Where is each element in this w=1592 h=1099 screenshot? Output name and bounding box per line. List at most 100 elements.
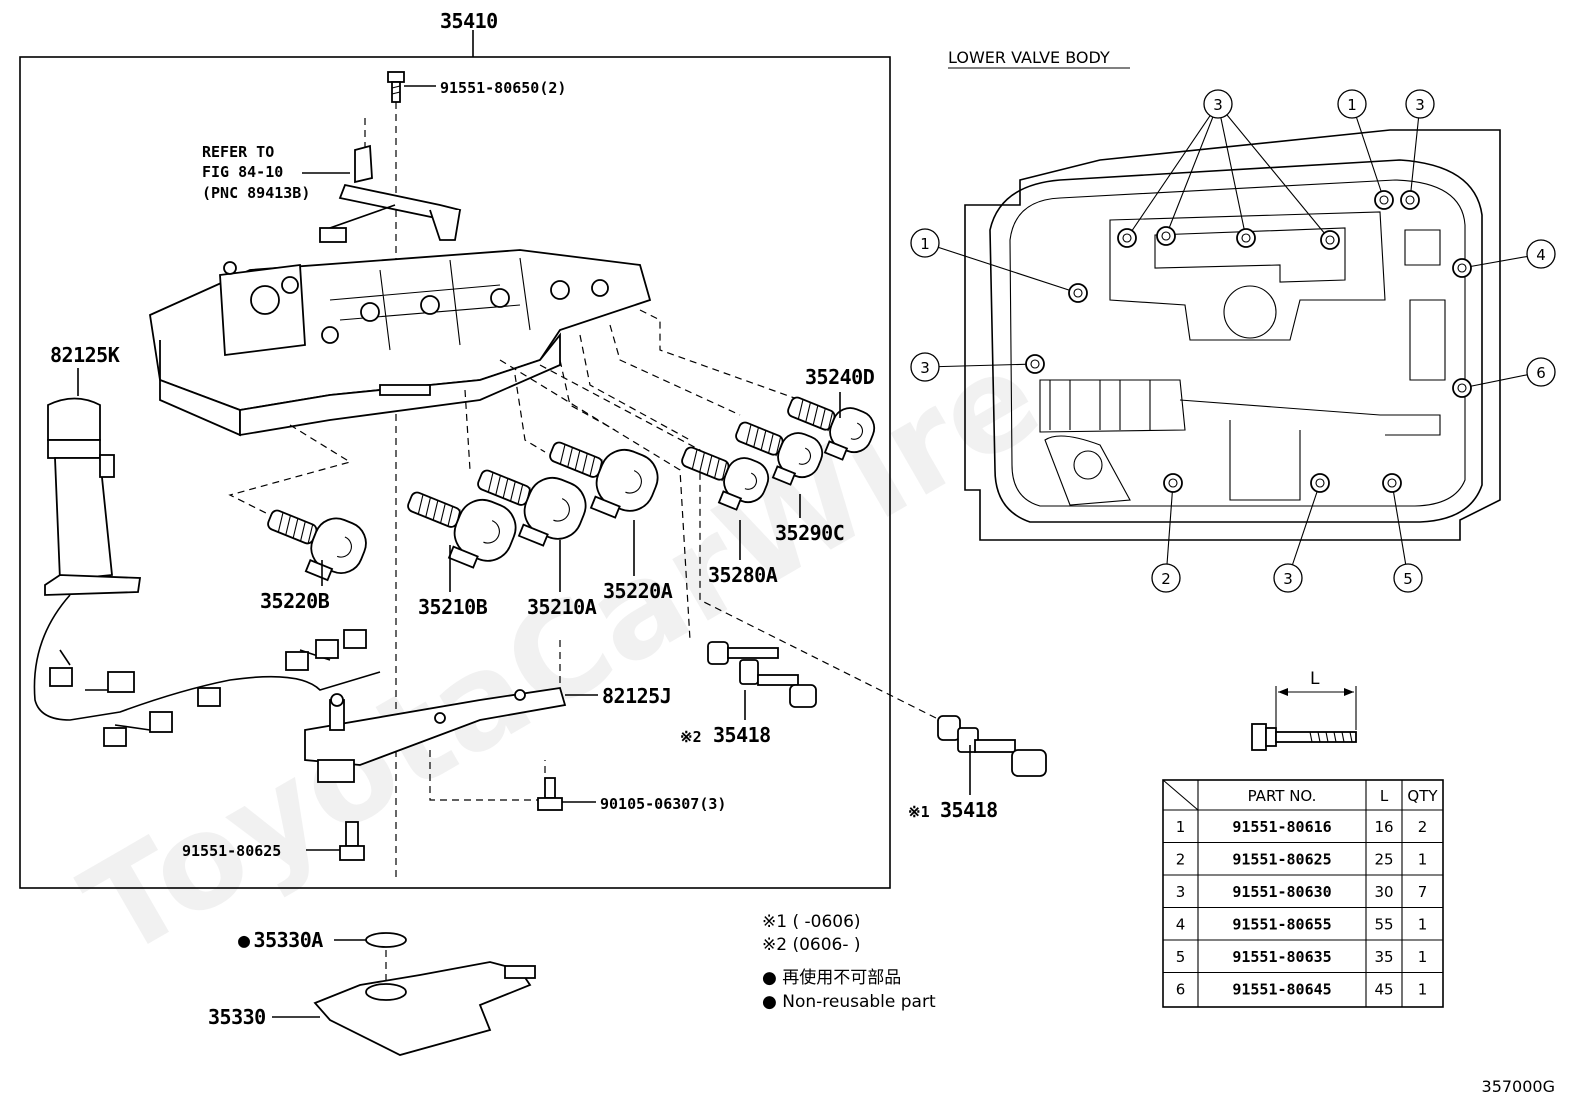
refer-line-2: FIG 84-10 <box>202 163 283 181</box>
table-cell: 5 <box>1176 948 1186 966</box>
table-cell: 3 <box>1176 883 1186 901</box>
callout-circle <box>1405 89 1435 119</box>
screen-2-mark: ※2 <box>680 728 702 746</box>
callout-9: 5 <box>1382 473 1423 593</box>
bolt-hole-center <box>1325 235 1335 245</box>
detent-linkage[interactable] <box>319 118 462 243</box>
callout-8: 3 <box>1273 473 1330 593</box>
table-cell: 1 <box>1418 981 1428 999</box>
callout-number: 3 <box>1415 96 1425 114</box>
solenoid-35290c-label: 35290C <box>775 521 844 545</box>
bolt-hole <box>1382 473 1402 493</box>
group-number-label: 35410 <box>440 9 498 33</box>
strainer-label: 35330 <box>208 1005 266 1029</box>
callout-circle <box>1526 357 1556 387</box>
callout-number: 3 <box>920 359 930 377</box>
callout-circle <box>1393 563 1423 593</box>
solenoid-35220b-label: 35220B <box>260 589 330 613</box>
callout-6: 6 <box>1452 357 1556 398</box>
bolt-bottom-label: 91551-80625 <box>182 842 281 860</box>
table-cell: 35 <box>1374 948 1393 966</box>
bolt-hole-center <box>1030 359 1040 369</box>
bolt-hole <box>1452 258 1472 278</box>
bolt-hole-center <box>1241 233 1251 243</box>
screen-2-label: 35418 <box>713 723 771 747</box>
refer-line-1: REFER TO <box>202 143 274 161</box>
solenoid-35290c[interactable] <box>726 411 827 492</box>
o-ring[interactable] <box>365 932 407 948</box>
table-cell: 91551-80616 <box>1232 818 1331 836</box>
bolt-bracket-label: 90105-06307(3) <box>600 795 726 813</box>
solenoid-35280a-label: 35280A <box>708 563 778 587</box>
bolt-hole-center <box>1457 263 1467 273</box>
bolt-hole-center <box>1168 478 1178 488</box>
oil-strainer[interactable] <box>313 961 536 1056</box>
harness-label: 82125K <box>50 343 120 367</box>
lower-valve-body-title: LOWER VALVE BODY <box>948 48 1110 67</box>
table-header: L <box>1380 787 1389 805</box>
bolt-hole <box>1236 228 1256 248</box>
bolt-hole <box>1117 228 1137 248</box>
bolt-hole-center <box>1122 233 1132 243</box>
bolt-top-label: 91551-80650(2) <box>440 79 566 97</box>
solenoid-35210b[interactable] <box>395 473 522 577</box>
filter-screen-1[interactable] <box>937 715 1047 777</box>
table-cell: 6 <box>1176 981 1186 999</box>
solenoid-35280a[interactable] <box>672 436 773 517</box>
table-cell: 2 <box>1418 818 1428 836</box>
table-cell: 91551-80625 <box>1232 851 1331 869</box>
solenoid-35210a[interactable] <box>465 451 592 555</box>
callout-7: 2 <box>1151 473 1183 593</box>
bolt-top[interactable] <box>387 71 405 103</box>
table-cell: 16 <box>1374 818 1393 836</box>
o-ring-label: ●35330A <box>238 928 323 952</box>
table-cell: 1 <box>1418 851 1428 869</box>
solenoid-35220b[interactable] <box>257 494 373 589</box>
callout-number: 6 <box>1536 364 1546 382</box>
table-cell: 4 <box>1176 916 1186 934</box>
bolt-hole-center <box>1073 288 1083 298</box>
solenoid-35220a[interactable] <box>537 423 664 527</box>
table-cell: 1 <box>1176 818 1186 836</box>
bolt-hole <box>1400 190 1420 210</box>
callout-circle <box>1273 563 1303 593</box>
bolt-hole <box>1163 473 1183 493</box>
table-cell: 1 <box>1418 948 1428 966</box>
table-cell: 55 <box>1374 916 1393 934</box>
wire-harness[interactable] <box>33 397 381 747</box>
bolt-hole-center <box>1387 478 1397 488</box>
bolt-hole-center <box>1315 478 1325 488</box>
callout-number: 3 <box>1213 96 1223 114</box>
legend-english: ● Non-reusable part <box>762 992 936 1012</box>
table-cell: 45 <box>1374 981 1393 999</box>
bolt-bottom[interactable] <box>339 821 365 861</box>
callout-circle <box>1526 239 1556 269</box>
solenoid-35240d[interactable] <box>778 386 879 467</box>
solenoid-bracket[interactable] <box>304 686 567 783</box>
valve-body[interactable] <box>149 249 652 437</box>
bolt-hole <box>1310 473 1330 493</box>
bolt-hole-center <box>1457 383 1467 393</box>
callout-circle <box>910 228 940 258</box>
callout-number: 3 <box>1283 570 1293 588</box>
callout-3: 1 <box>910 228 1088 303</box>
solenoid-35240d-label: 35240D <box>805 365 875 389</box>
refer-line-3: (PNC 89413B) <box>202 184 310 202</box>
table-cell: 1 <box>1418 916 1428 934</box>
callout-circle <box>1151 563 1181 593</box>
screen-1-mark: ※1 <box>908 803 930 821</box>
bolt-hole-center <box>1161 231 1171 241</box>
filter-screen-2[interactable] <box>707 641 817 708</box>
callout-number: 4 <box>1536 246 1546 264</box>
bolt-dimension-drawing: L <box>1251 669 1357 751</box>
bolt-bracket[interactable] <box>537 777 563 811</box>
bolt-hole <box>1156 226 1176 246</box>
dimension-l-label: L <box>1310 669 1320 689</box>
lower-valve-body-view <box>964 129 1501 541</box>
callout-circle <box>1203 89 1233 119</box>
table-cell: 2 <box>1176 851 1186 869</box>
callout-number: 1 <box>920 235 930 253</box>
callout-5: 3 <box>910 352 1045 382</box>
